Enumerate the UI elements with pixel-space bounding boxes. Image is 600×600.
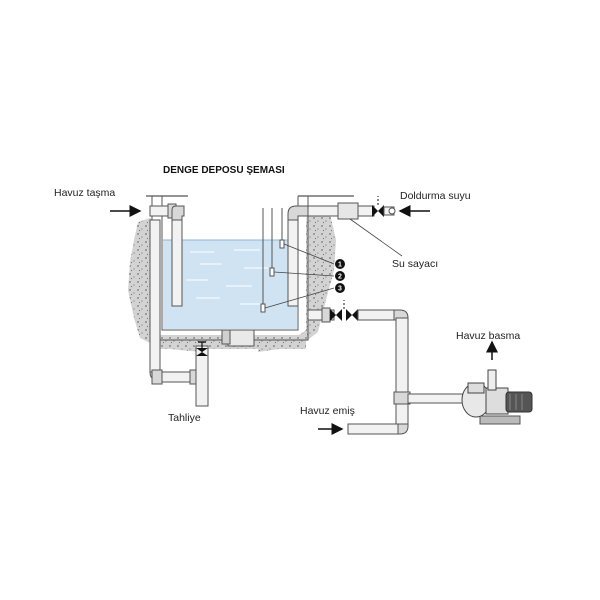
label-water-meter: Su sayacı [392, 258, 438, 270]
drain-left-vertical [149, 219, 161, 373]
pool-suction-pipe [347, 423, 399, 435]
fill-elbow [287, 205, 311, 221]
fill-valve [372, 196, 384, 217]
water-meter-body [337, 202, 359, 220]
soil-left [128, 218, 200, 352]
label-drain: Tahliye [168, 412, 201, 424]
drain-joint-left [151, 369, 163, 385]
tank-water [163, 240, 297, 329]
marker-1 [335, 259, 345, 269]
fill-down-pipe [287, 213, 299, 307]
label-overflow: Havuz taşma [54, 187, 115, 199]
sensor-markers: 1 2 3 [264, 243, 345, 309]
water-meter-leader [349, 218, 403, 257]
suction-pipe-2 [357, 309, 399, 321]
marker-2-label: 2 [338, 274, 342, 281]
overflow-down-pipe [171, 213, 183, 307]
overflow-elbow [171, 205, 185, 221]
fill-pipe-1 [307, 205, 343, 217]
marker-3-label: 3 [338, 286, 342, 293]
sump-flange [221, 329, 231, 345]
label-pool-discharge: Havuz basma [456, 330, 520, 342]
pump-feed-pipe [407, 393, 465, 404]
drain-valve [196, 341, 208, 356]
marker-3 [335, 283, 345, 293]
diagram-title: DENGE DEPOSU ŞEMASI [163, 165, 285, 176]
tank-sump [227, 329, 255, 347]
label-fill-water: Doldurma suyu [400, 190, 471, 202]
fill-pipe-2 [357, 205, 375, 217]
fill-end-cap [388, 207, 396, 215]
marker-1-label: 1 [338, 262, 342, 269]
suction-elbow-bottom [395, 423, 409, 435]
marker-2 [335, 271, 345, 281]
pool-pump [461, 369, 533, 425]
suction-joint [321, 307, 331, 323]
label-pool-suction: Havuz emiş [300, 405, 355, 417]
water-ripples [186, 249, 268, 305]
level-sensors [260, 208, 285, 313]
suction-vertical [395, 317, 409, 427]
suction-valve [330, 300, 358, 321]
